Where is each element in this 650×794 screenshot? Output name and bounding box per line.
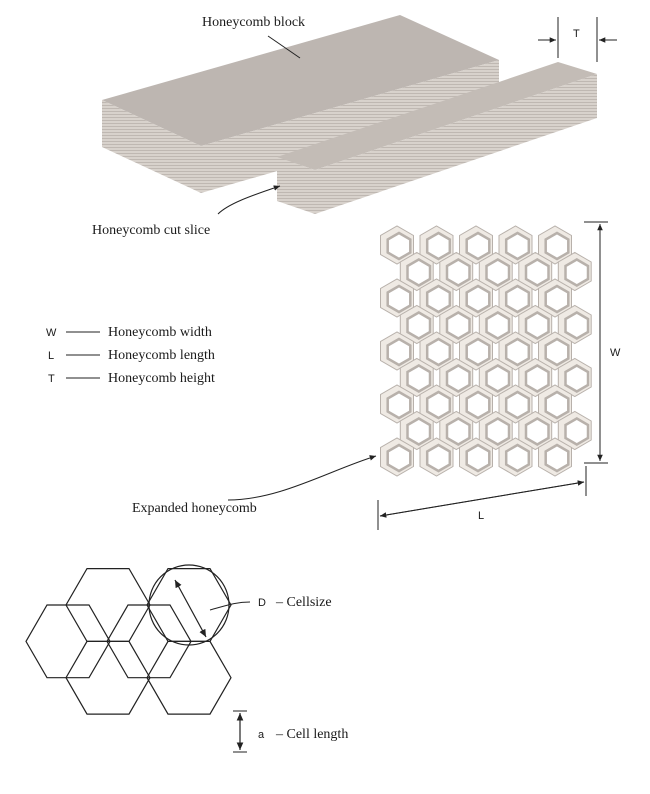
block-side-face [102,100,201,193]
width-dimension: W [584,221,621,464]
cellsize-diameter [174,579,207,638]
expanded-cell [419,437,454,477]
slice-side-face [315,74,597,214]
block-label: Honeycomb block [202,15,305,30]
expanded-cell [419,278,454,318]
expanded-cell [518,410,553,451]
legend-symbol-l: L [48,350,54,362]
expanded-cell [498,225,533,265]
expanded-cell [557,357,592,398]
cell-length-symbol: a [258,729,265,741]
expanded-cell [380,384,414,424]
expanded-cell [478,251,513,292]
expanded-cell [498,437,533,477]
expanded-cell [380,331,414,371]
legend-symbol-t: T [48,373,55,385]
expanded-cell [518,357,553,398]
expanded-cell [439,357,474,398]
expanded-cell [380,437,414,477]
expanded-cell [538,225,572,265]
expanded-cell [538,437,572,477]
expanded-cell [380,278,414,318]
slice-end-face [277,157,315,214]
thickness-dimension: T [538,17,617,62]
length-dimension: L [377,466,587,530]
expanded-cell [498,331,533,371]
expanded-cell [399,410,434,451]
expanded-cell [459,225,493,265]
cellsize-symbol: D [258,597,266,609]
expanded-cell [557,304,592,345]
expanded-cell [419,225,454,265]
legend-label-length: Honeycomb length [108,348,215,363]
block-top-face [102,15,499,146]
cellsize-label: – Cellsize [275,595,332,610]
expanded-cell [419,384,454,424]
expanded-cell [380,225,414,265]
expanded-cell [459,384,493,424]
width-symbol: W [610,347,621,359]
expanded-cell [459,331,493,371]
expanded-cell [538,331,572,371]
cell-length-label: – Cell length [275,727,348,742]
expanded-cell [419,331,454,371]
slice-top-face [277,62,597,170]
expanded-cell [538,278,572,318]
expanded-cell [478,410,513,451]
cell-geometry [25,567,232,715]
expanded-cell [459,437,493,477]
block-label-leader [267,35,301,59]
hexagon-cell [25,604,111,679]
block-front-face [201,60,499,193]
legend-label-height: Honeycomb height [108,371,215,386]
honeycomb-block [102,15,499,193]
expanded-label-leader [227,455,377,501]
expanded-cell [478,357,513,398]
legend: W Honeycomb width L Honeycomb length T H… [46,325,215,386]
expanded-cell [399,251,434,292]
slice-label: Honeycomb cut slice [92,223,210,238]
expanded-cell [478,304,513,345]
expanded-cell [439,251,474,292]
expanded-cell [518,304,553,345]
legend-label-width: Honeycomb width [108,325,212,340]
expanded-cell [557,251,592,292]
expanded-cell [557,410,592,451]
expanded-cell [399,304,434,345]
cell-length-annotation: a – Cell length [233,710,348,753]
thickness-symbol: T [573,28,580,40]
expanded-cell [439,410,474,451]
expanded-cell [498,278,533,318]
legend-symbol-w: W [46,327,57,339]
expanded-cell [439,304,474,345]
slice-label-leader [217,185,281,215]
hexagon-cell [146,640,232,715]
expanded-label: Expanded honeycomb [132,501,257,516]
expanded-cell [538,384,572,424]
honeycomb-slice [277,62,597,214]
expanded-cell [399,357,434,398]
expanded-cell [518,251,553,292]
length-symbol: L [478,510,484,522]
expanded-cell [498,384,533,424]
cellsize-annotation: D – Cellsize [148,564,332,646]
expanded-honeycomb [380,225,592,477]
hexagon-cell [65,640,151,715]
expanded-cell [459,278,493,318]
